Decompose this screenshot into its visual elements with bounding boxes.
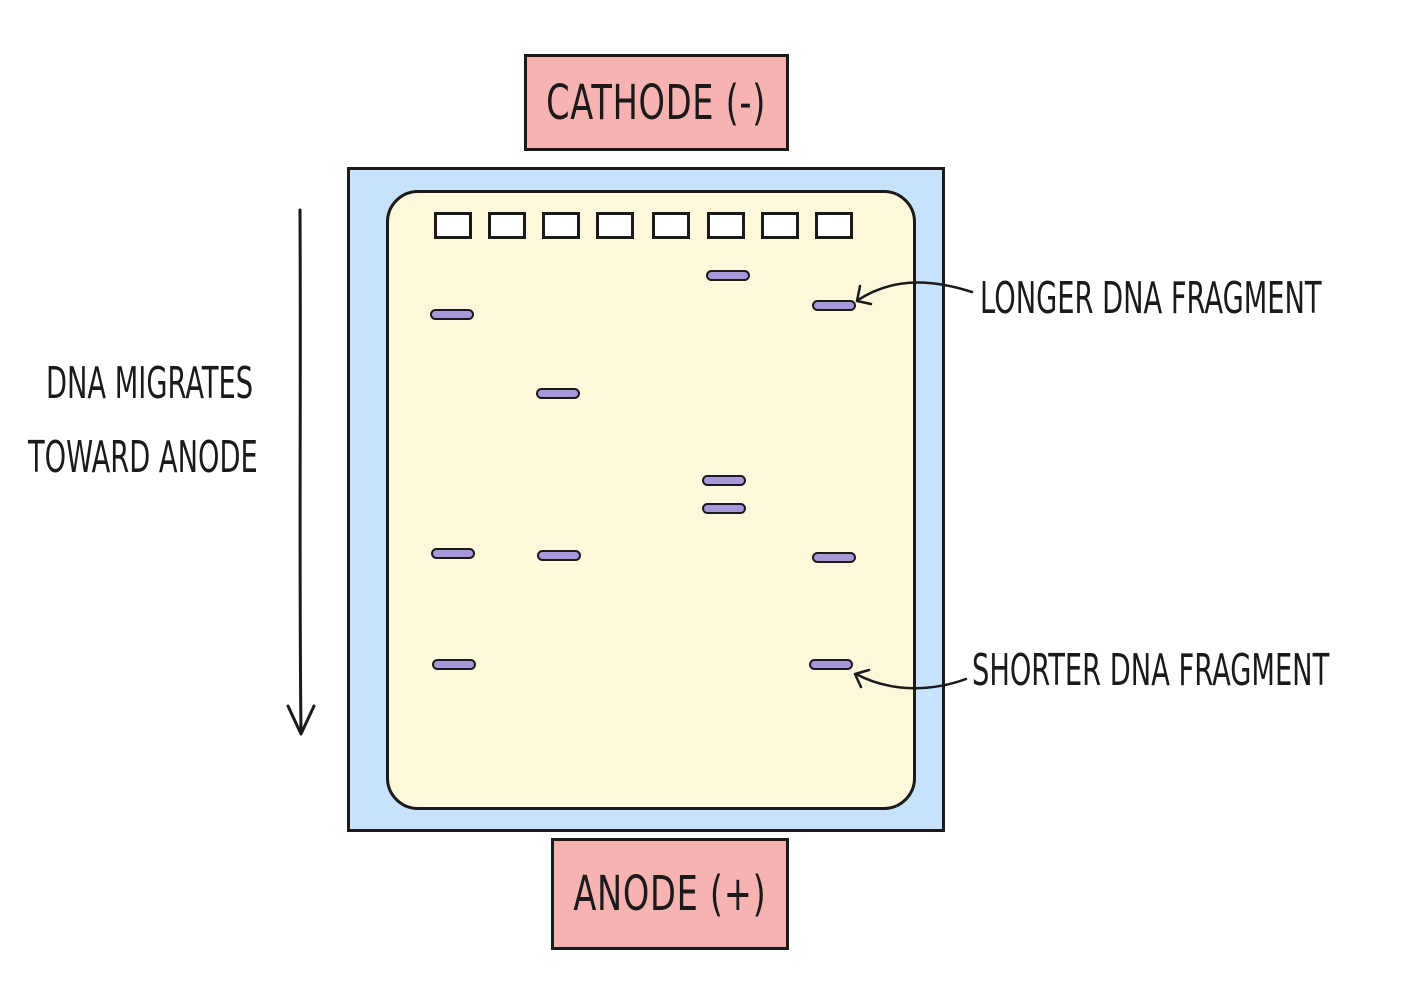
dna-band <box>809 659 853 670</box>
agarose-gel <box>386 190 916 810</box>
dna-band <box>536 388 580 399</box>
dna-band <box>812 300 856 311</box>
well <box>815 212 853 239</box>
migration-label-line2: TOWARD ANODE <box>28 432 258 483</box>
dna-band <box>432 659 476 670</box>
dna-band <box>702 503 746 514</box>
dna-band <box>702 475 746 486</box>
migration-label-line1: DNA MIGRATES <box>46 358 254 409</box>
dna-band <box>537 550 581 561</box>
cathode-label: CATHODE (-) <box>546 74 767 131</box>
dna-band <box>706 270 750 281</box>
cathode-label-box: CATHODE (-) <box>524 54 789 151</box>
dna-band <box>431 548 475 559</box>
migration-arrow <box>286 208 316 736</box>
longer-fragment-label: LONGER DNA FRAGMENT <box>980 273 1322 324</box>
dna-band <box>430 309 474 320</box>
anode-label-box: ANODE (+) <box>551 838 789 950</box>
longer-fragment-arrow <box>855 281 974 306</box>
well <box>707 212 745 239</box>
well <box>434 212 472 239</box>
shorter-fragment-arrow <box>853 668 968 690</box>
well <box>488 212 526 239</box>
well <box>542 212 580 239</box>
well <box>652 212 690 239</box>
dna-band <box>812 552 856 563</box>
well <box>596 212 634 239</box>
shorter-fragment-label: SHORTER DNA FRAGMENT <box>972 645 1330 696</box>
well <box>761 212 799 239</box>
anode-label: ANODE (+) <box>573 866 767 922</box>
